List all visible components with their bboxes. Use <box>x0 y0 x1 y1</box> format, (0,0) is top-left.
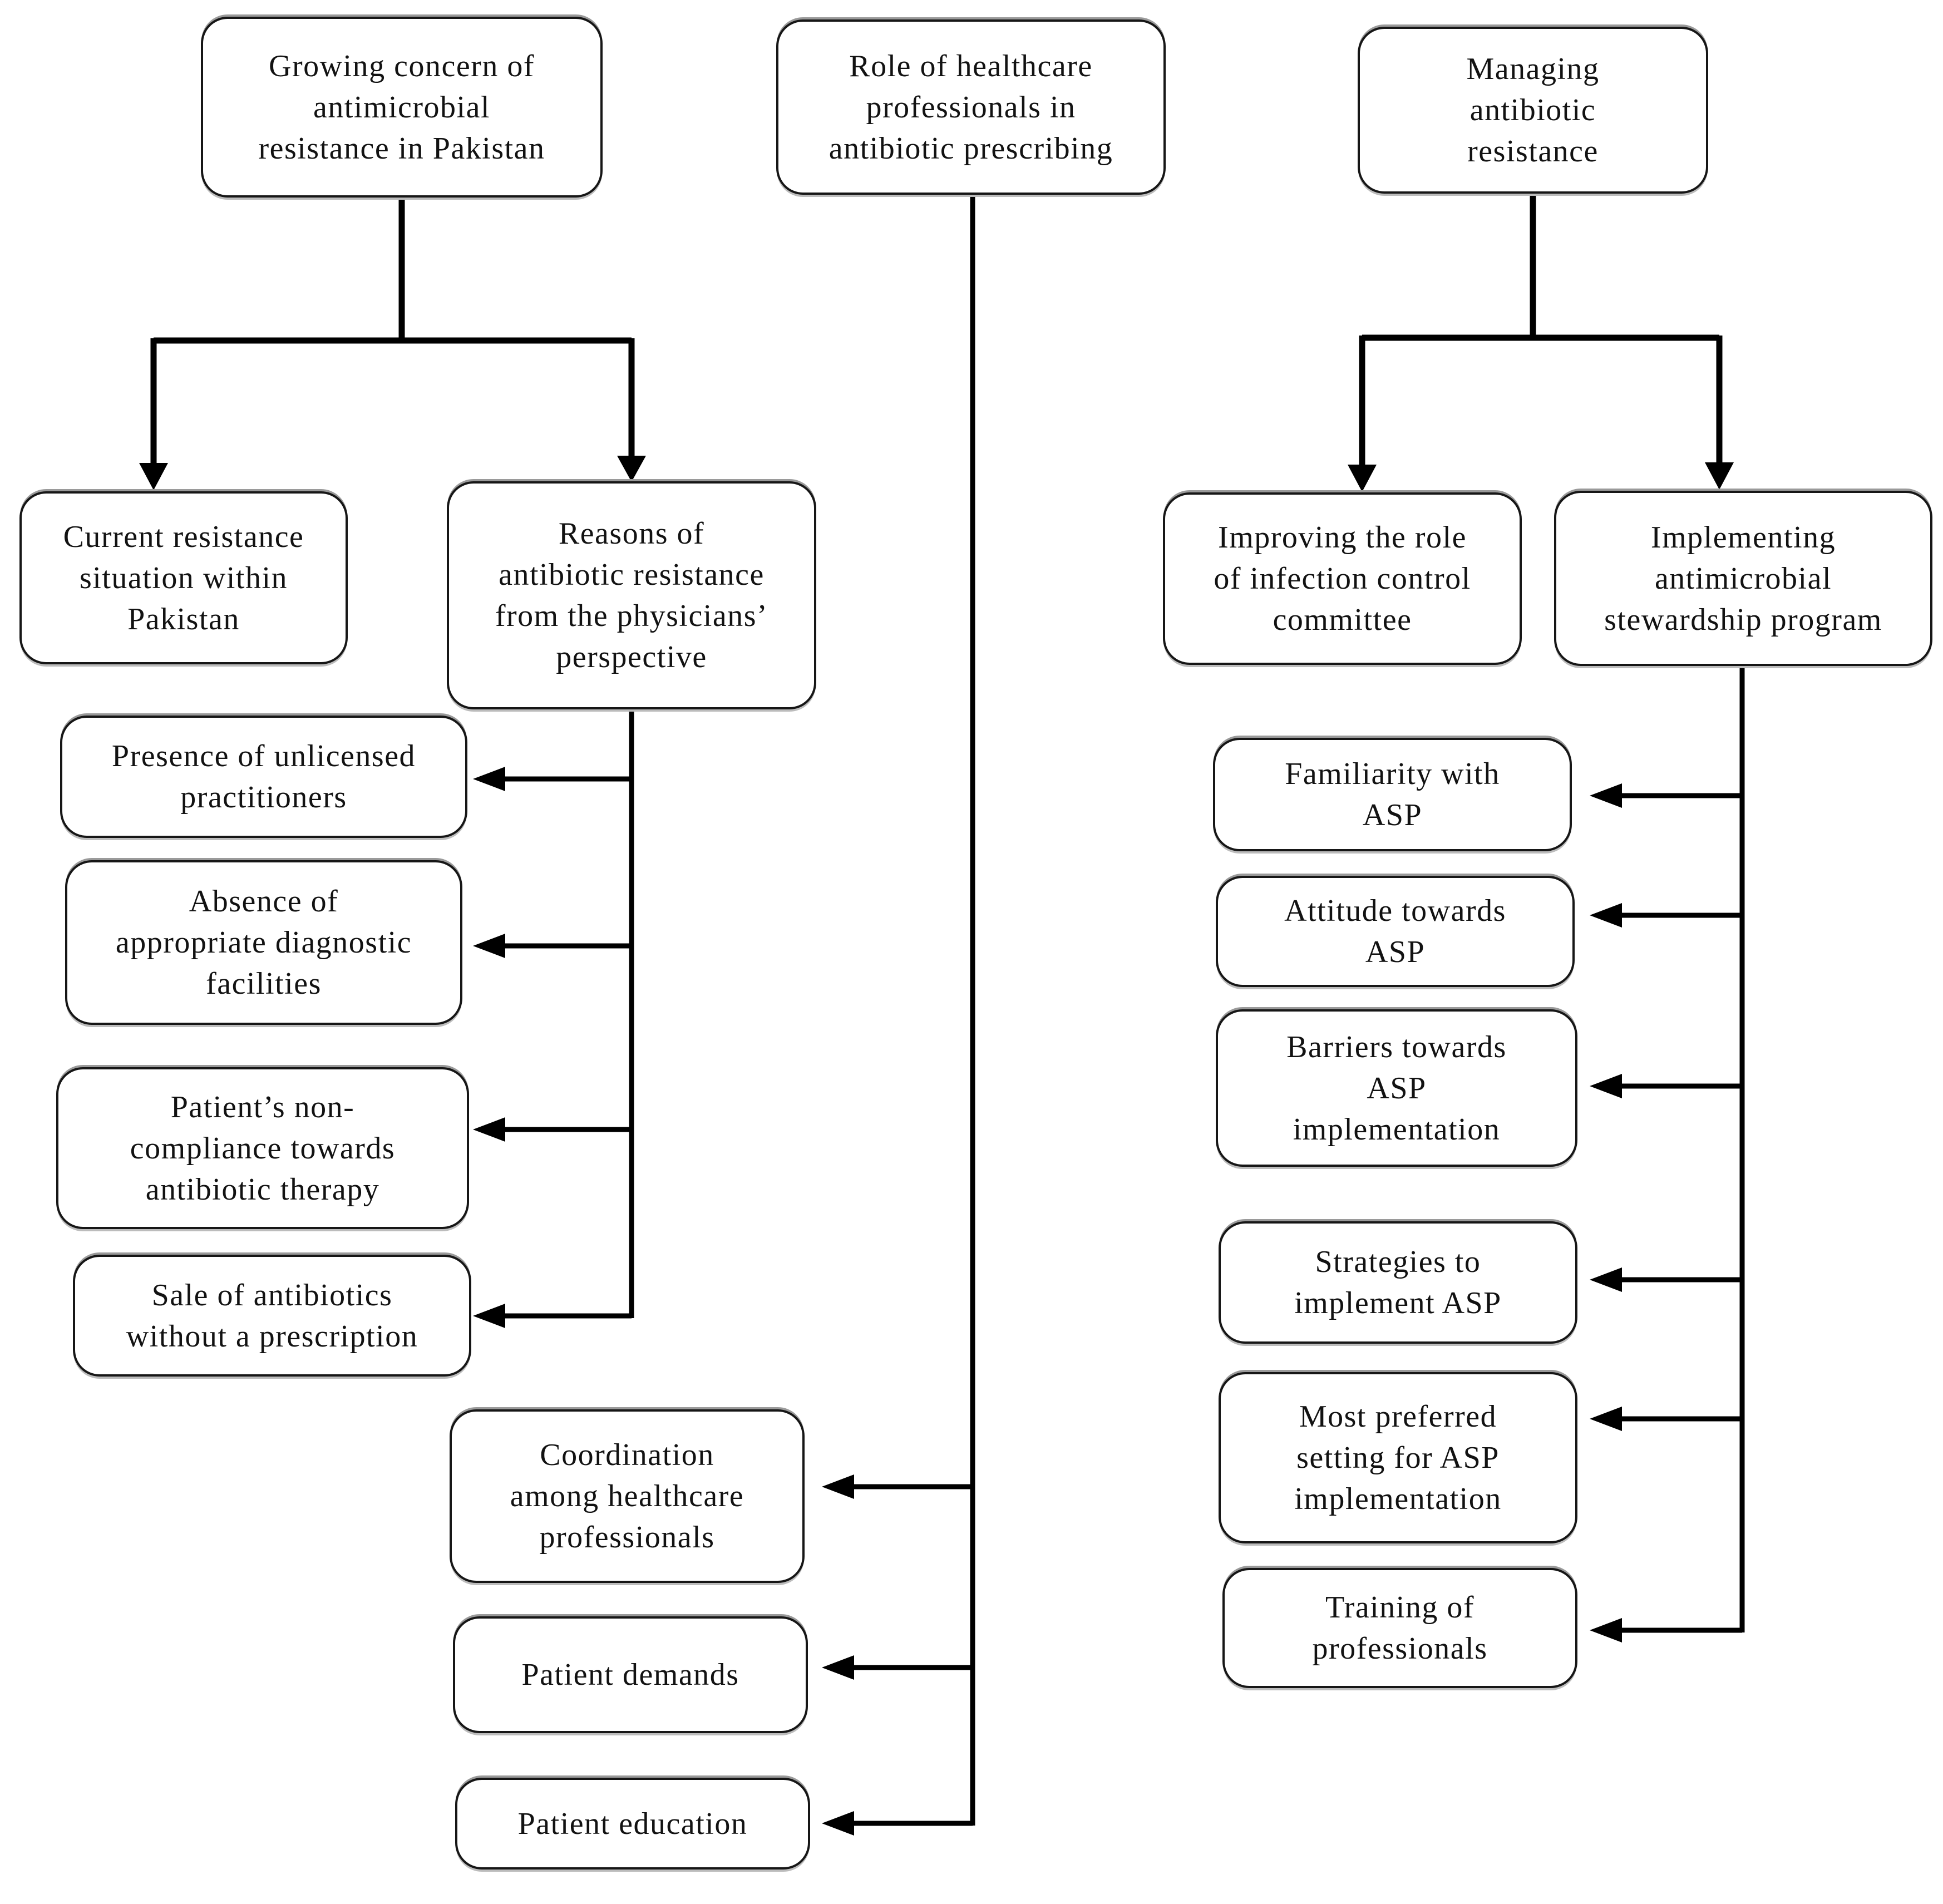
node-coordination: Coordination among healthcare profession… <box>450 1409 805 1583</box>
node-familiarity-asp-label: Familiarity with ASP <box>1285 757 1500 832</box>
arrowhead-left-mostpreferred <box>1590 1407 1622 1431</box>
node-managing-label: Managing antibiotic resistance <box>1466 52 1600 169</box>
arrowhead-down-implementing <box>1705 462 1734 490</box>
arrowhead-left-familiarity <box>1590 783 1622 808</box>
arrowhead-left-sale <box>473 1304 505 1328</box>
node-improving-infection-control-label: Improving the role of infection control … <box>1214 520 1471 637</box>
arrowhead-left-attitude <box>1590 903 1622 928</box>
node-coordination-label: Coordination among healthcare profession… <box>510 1438 744 1555</box>
node-improving-infection-control: Improving the role of infection control … <box>1163 492 1522 665</box>
arrowhead-left-barriers <box>1590 1074 1622 1098</box>
arrowhead-left-strategies <box>1590 1267 1622 1292</box>
arrowhead-left-presence <box>473 767 505 791</box>
node-patient-demands-label: Patient demands <box>521 1658 739 1692</box>
node-reasons: Reasons of antibiotic resistance from th… <box>447 481 816 709</box>
arrowhead-down-improving <box>1348 465 1377 492</box>
node-barriers-asp: Barriers towards ASP implementation <box>1216 1009 1577 1167</box>
node-implementing-asp-label: Implementing antimicrobial stewardship p… <box>1604 520 1882 637</box>
node-managing: Managing antibiotic resistance <box>1358 27 1708 194</box>
node-presence-unlicensed-label: Presence of unlicensed practitioners <box>111 739 416 815</box>
node-strategies-asp-label: Strategies to implement ASP <box>1294 1245 1502 1320</box>
node-patient-demands: Patient demands <box>453 1616 808 1733</box>
node-sale-antibiotics: Sale of antibiotics without a prescripti… <box>73 1255 471 1377</box>
arrowhead-left-training <box>1590 1618 1622 1642</box>
node-training-professionals-label: Training of professionals <box>1312 1590 1488 1666</box>
node-attitude-asp-label: Attitude towards ASP <box>1284 894 1506 969</box>
node-sale-antibiotics-label: Sale of antibiotics without a prescripti… <box>126 1277 418 1354</box>
node-absence-diagnostic: Absence of appropriate diagnostic facili… <box>65 860 462 1025</box>
node-growing-concern: Growing concern of antimicrobial resista… <box>201 17 603 198</box>
node-patient-education-label: Patient education <box>517 1806 748 1841</box>
node-attitude-asp: Attitude towards ASP <box>1216 876 1575 987</box>
node-current-resistance: Current resistance situation within Paki… <box>19 491 348 664</box>
node-role-healthcare-label: Role of healthcare professionals in anti… <box>829 48 1113 166</box>
node-reasons-label: Reasons of antibiotic resistance from th… <box>495 516 768 674</box>
arrowhead-left-education <box>822 1811 854 1836</box>
node-implementing-asp: Implementing antimicrobial stewardship p… <box>1554 491 1932 666</box>
node-presence-unlicensed: Presence of unlicensed practitioners <box>60 716 467 838</box>
arrowhead-down-reasons <box>617 456 646 482</box>
node-barriers-asp-label: Barriers towards ASP implementation <box>1286 1029 1507 1147</box>
node-familiarity-asp: Familiarity with ASP <box>1213 738 1572 851</box>
arrowhead-down-current <box>139 463 168 490</box>
node-most-preferred-setting: Most preferred setting for ASP implement… <box>1219 1372 1577 1543</box>
node-current-resistance-label: Current resistance situation within Paki… <box>63 519 304 637</box>
node-role-healthcare: Role of healthcare professionals in anti… <box>776 19 1166 195</box>
node-absence-diagnostic-label: Absence of appropriate diagnostic facili… <box>115 884 412 1001</box>
node-training-professionals: Training of professionals <box>1222 1568 1577 1688</box>
node-patient-education: Patient education <box>455 1778 810 1870</box>
node-patients-noncompliance-label: Patient’s non- compliance towards antibi… <box>130 1089 396 1207</box>
arrowhead-left-demands <box>822 1655 854 1680</box>
node-strategies-asp: Strategies to implement ASP <box>1219 1221 1577 1344</box>
node-patients-noncompliance: Patient’s non- compliance towards antibi… <box>56 1067 469 1229</box>
arrowhead-left-noncompliance <box>473 1117 505 1142</box>
arrowhead-left-coordination <box>822 1474 854 1499</box>
node-growing-concern-label: Growing concern of antimicrobial resista… <box>258 48 545 166</box>
node-most-preferred-setting-label: Most preferred setting for ASP implement… <box>1294 1399 1502 1516</box>
arrowhead-left-absence <box>473 934 505 958</box>
